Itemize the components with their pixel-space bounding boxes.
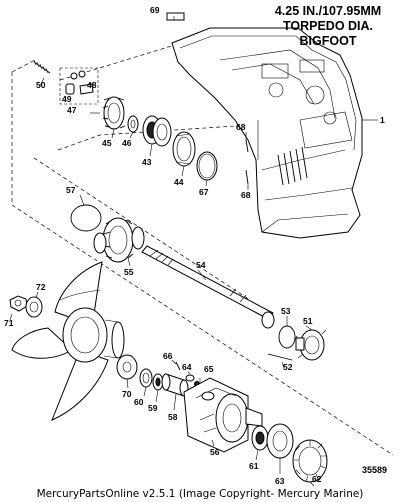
- callout-53: 53: [281, 306, 291, 316]
- callout-1: 1: [380, 115, 385, 125]
- assembly-dashed-line-top: [11, 59, 36, 73]
- bearing-carrier-56: [183, 377, 263, 453]
- bearing-cup-44: [172, 131, 196, 167]
- leader-61: [255, 449, 259, 461]
- studs-68: [245, 139, 249, 185]
- title-line-1: 4.25 IN./107.95MM: [274, 4, 382, 18]
- diagram-title: 4.25 IN./107.95MM TORPEDO DIA. BIGFOOT: [258, 4, 398, 49]
- leader-60: [143, 386, 147, 397]
- callout-45: 45: [102, 138, 112, 148]
- title-line-3: BIGFOOT: [299, 34, 357, 48]
- bearing-43: [142, 115, 172, 147]
- leader-64: [187, 371, 191, 375]
- stud-50: [33, 59, 51, 74]
- propeller-shaft-54: [141, 245, 275, 329]
- callout-44: 44: [174, 177, 184, 187]
- leader-70: [126, 378, 129, 389]
- callout-67: 67: [199, 187, 209, 197]
- leader-66: [171, 359, 177, 365]
- callout-70: 70: [122, 389, 132, 399]
- leader-59: [155, 389, 159, 403]
- callout-43: 43: [142, 157, 152, 167]
- callout-63: 63: [275, 476, 285, 486]
- clutch-51: [295, 329, 327, 361]
- leader-56: [211, 439, 215, 447]
- leader-55: [127, 257, 131, 267]
- washer-63: [266, 423, 294, 459]
- assembly-dashed-line-left: [11, 72, 394, 456]
- pinion-gear-45: [90, 96, 126, 130]
- figure-number: 35589: [362, 465, 388, 475]
- kit-47-48-49: [59, 67, 99, 105]
- prop-nut-71: [9, 295, 28, 312]
- oring-57: [70, 204, 102, 232]
- leader-71: [9, 313, 13, 321]
- callout-49: 49: [62, 94, 72, 104]
- callout-68-upper: 68: [236, 122, 246, 132]
- assembly-dashed-line-gear: [57, 124, 251, 151]
- leader-54: [197, 269, 207, 281]
- leader-45: [111, 128, 115, 139]
- leader-67: [205, 179, 208, 187]
- callout-57: 57: [66, 185, 76, 195]
- callout-62: 62: [312, 474, 322, 484]
- thrust-washer-70: [116, 354, 138, 380]
- copyright-footer: MercuryPartsOnline v2.5.1 (Image Copyrig…: [36, 488, 364, 500]
- callout-72: 72: [36, 282, 46, 292]
- leader-62: [309, 481, 315, 487]
- bearing-60: [139, 368, 153, 388]
- leader-44: [181, 165, 185, 177]
- washer-46: [127, 115, 139, 133]
- pin-52: [267, 353, 293, 361]
- decal-69-shape: [166, 12, 185, 21]
- callout-46: 46: [122, 138, 132, 148]
- tab-washer-72: [25, 296, 43, 318]
- callout-69: 69: [150, 5, 160, 15]
- callout-58: 58: [168, 412, 178, 422]
- callout-54: 54: [196, 260, 206, 270]
- bearing-61: [251, 425, 269, 451]
- callout-59: 59: [148, 403, 158, 413]
- forward-gear-55: [93, 217, 145, 263]
- callout-47: 47: [67, 105, 77, 115]
- ring-53: [278, 325, 296, 349]
- callout-71: 71: [4, 318, 14, 328]
- callout-68-lower: 68: [241, 190, 251, 200]
- leader-46: [129, 131, 134, 139]
- leader-52: [281, 361, 285, 369]
- callout-48: 48: [87, 80, 97, 90]
- callout-52: 52: [283, 362, 293, 372]
- callout-60: 60: [134, 397, 144, 407]
- callout-56: 56: [210, 447, 220, 457]
- leader-51: [305, 325, 313, 331]
- propeller: [11, 261, 125, 421]
- callout-51: 51: [303, 316, 313, 326]
- callout-55: 55: [124, 267, 134, 277]
- shim-67: [196, 151, 218, 181]
- leader-58: [173, 393, 177, 411]
- callout-64: 64: [182, 362, 192, 372]
- gear-housing: [171, 27, 363, 239]
- leader-57: [79, 194, 85, 206]
- title-line-2: TORPEDO DIA.: [282, 19, 374, 33]
- callout-50: 50: [36, 80, 46, 90]
- assembly-dashed-line-upper: [59, 44, 176, 81]
- callout-61: 61: [249, 461, 259, 471]
- leader-72: [35, 291, 39, 299]
- callout-66: 66: [163, 351, 173, 361]
- retainer-ring-62: [292, 439, 328, 483]
- leader-50: [39, 77, 45, 87]
- callout-65: 65: [204, 364, 214, 374]
- leader-43: [149, 143, 153, 157]
